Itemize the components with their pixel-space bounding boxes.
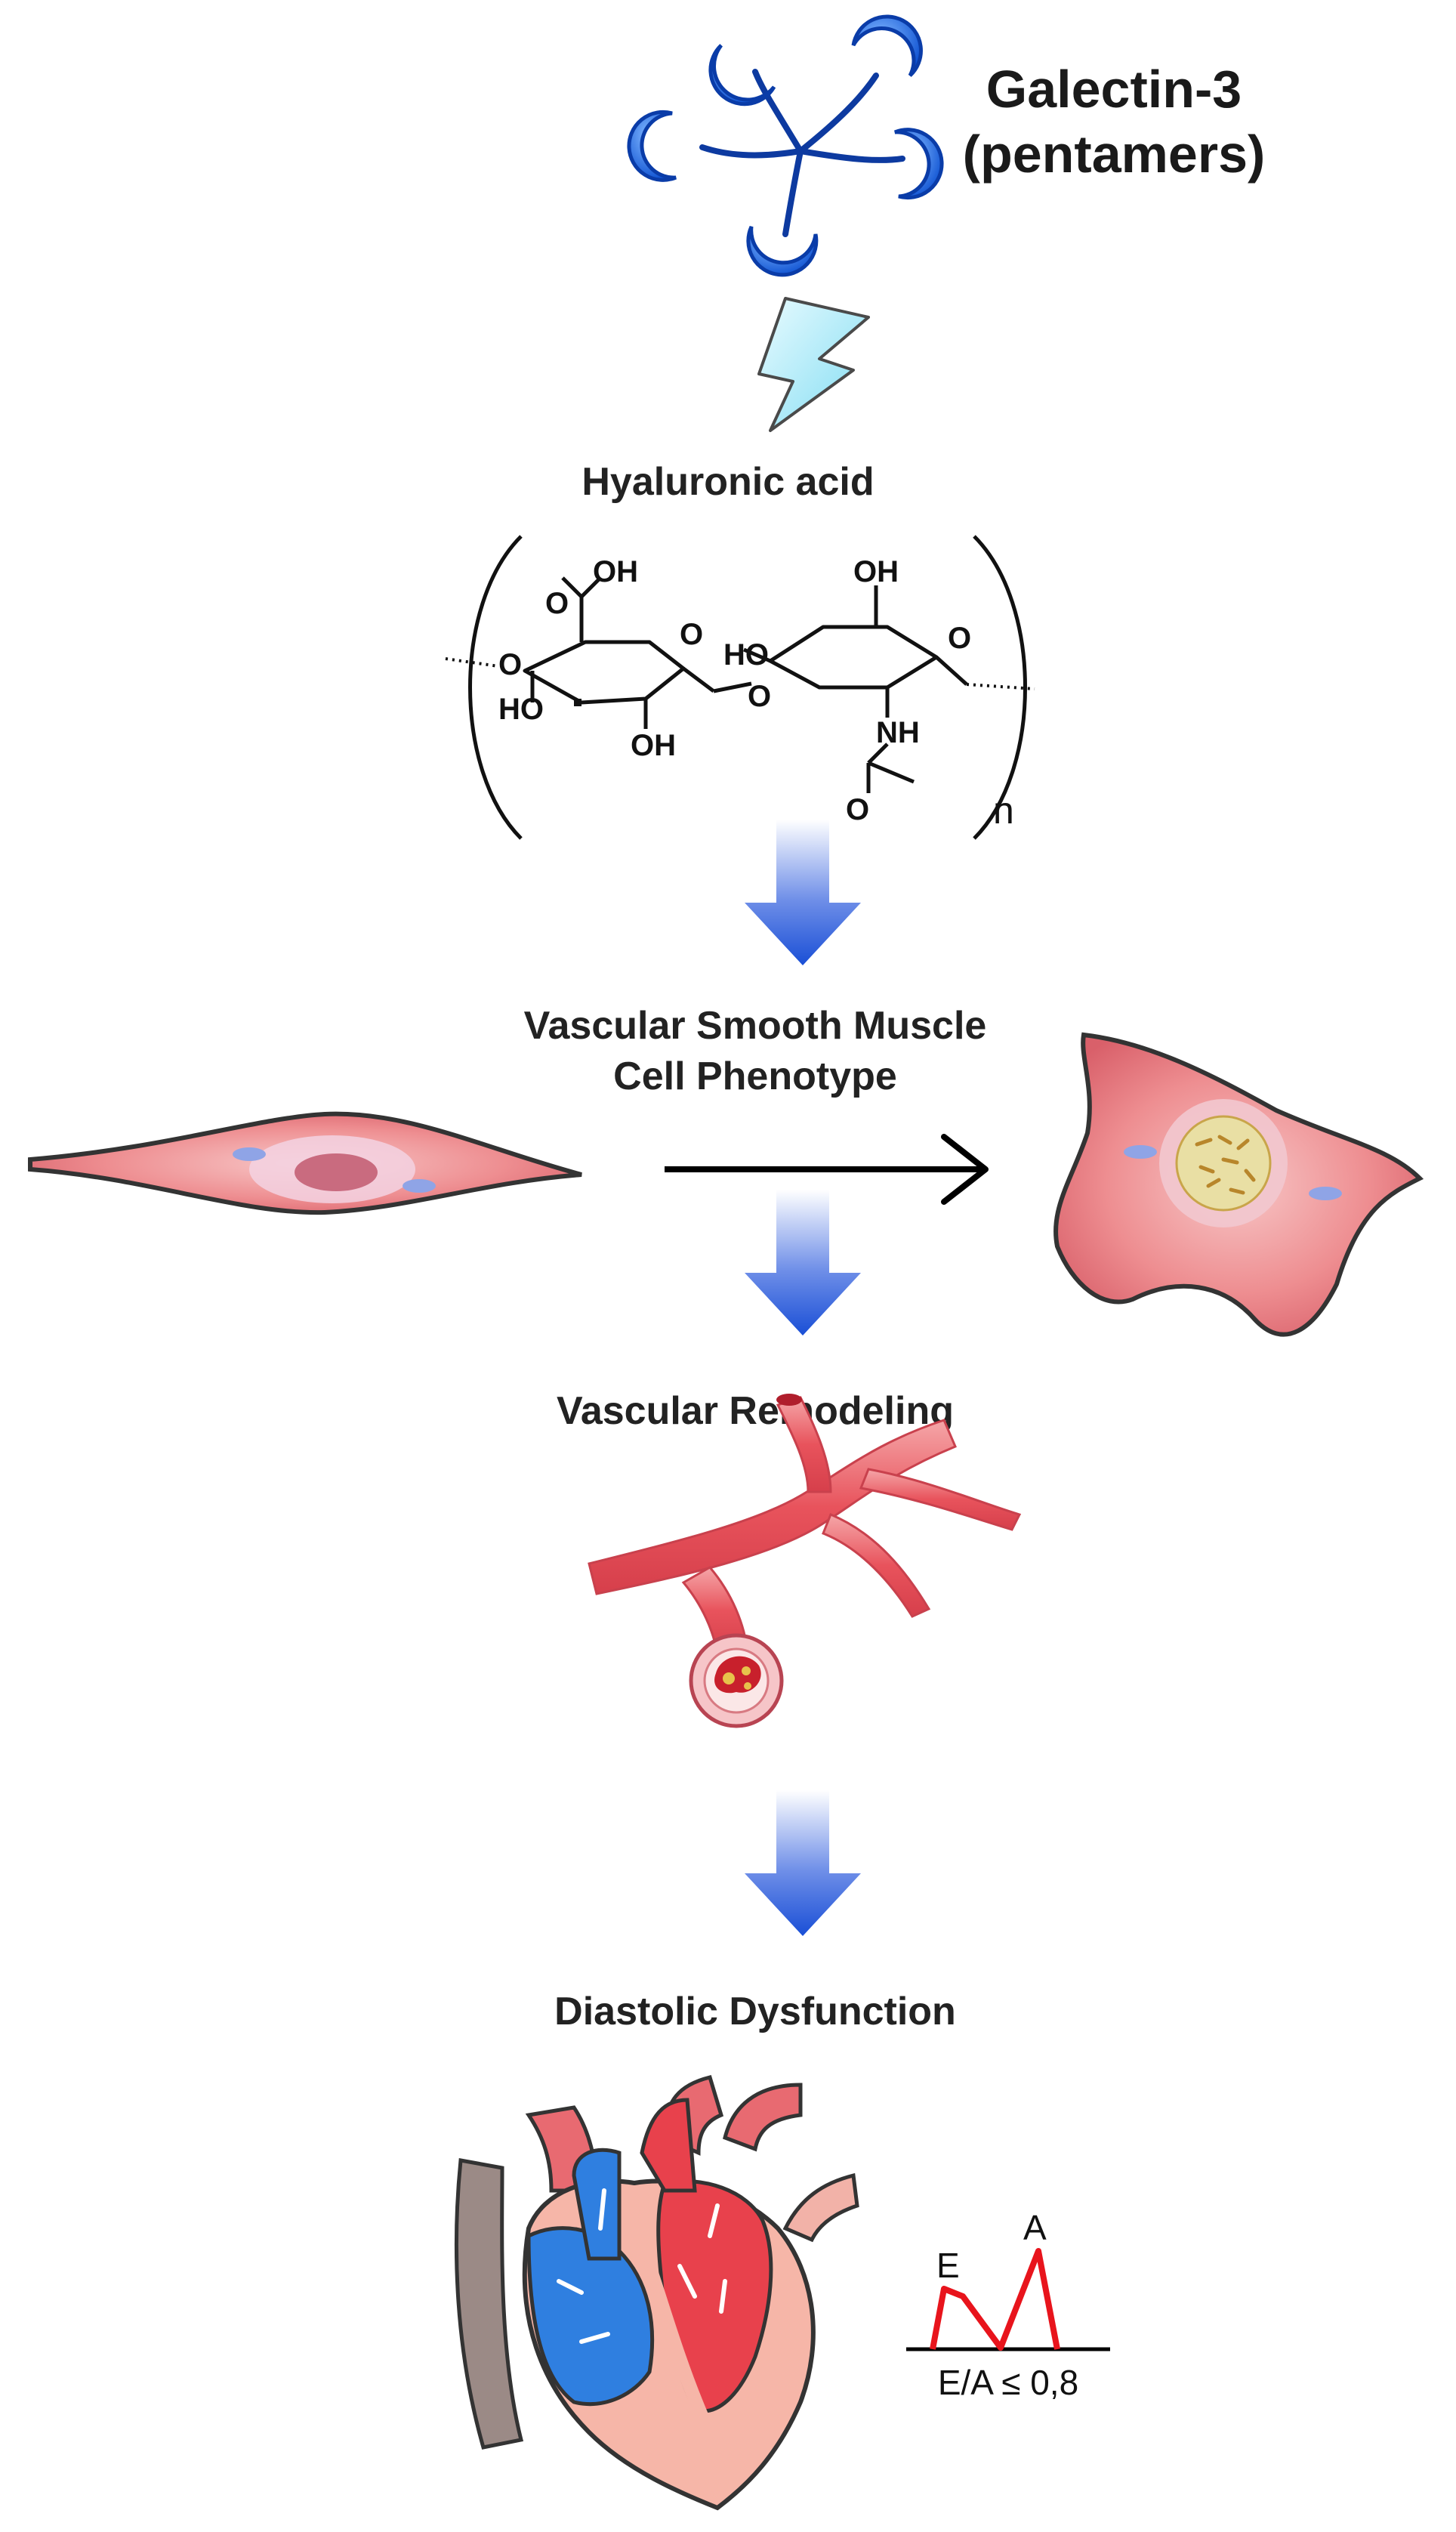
chain-end-right (966, 683, 1035, 690)
chain-end-left (445, 657, 499, 668)
label-ho-left: HO (498, 693, 544, 726)
heart-icon (454, 2074, 859, 2511)
label-o-link-left: O (498, 648, 522, 681)
blood-vessel-icon (588, 1394, 1022, 1728)
label-o-acetyl: O (846, 793, 869, 826)
vsmc-title-line1: Vascular Smooth Muscle (524, 1004, 987, 1048)
doppler-ratio: E/A ≤ 0,8 (938, 2363, 1078, 2402)
diastolic-title: Diastolic Dysfunction (554, 1990, 956, 2033)
label-ho-bridge: HO (723, 638, 769, 672)
vsmc-title-line2: Cell Phenotype (613, 1054, 897, 1098)
label-oh-top-left: OH (593, 555, 638, 588)
label-o-carbonyl: O (545, 587, 569, 620)
remodeling-title: Vascular Remodeling (557, 1389, 954, 1433)
phenotype-switch-arrow (665, 1134, 989, 1205)
bracket-right (973, 535, 1027, 840)
doppler-curve (930, 2248, 1060, 2351)
label-o-ring-right: O (948, 622, 971, 655)
galectin-title-line1: Galectin-3 (986, 60, 1242, 119)
hyaluronic-title: Hyaluronic acid (581, 460, 874, 504)
synthetic-cell-icon (1053, 1032, 1424, 1337)
hyaluronic-structure: OH OH O O O HO O O HO OH NH O n (445, 535, 1035, 840)
doppler-ea-chart: E A E/A ≤ 0,8 (906, 2208, 1110, 2402)
down-arrow-1 (745, 820, 861, 965)
label-o-ring-left: O (680, 618, 703, 651)
bracket-left (468, 535, 523, 840)
doppler-a-label: A (1023, 2208, 1047, 2247)
doppler-e-label: E (936, 2246, 960, 2285)
label-o-glycosidic: O (748, 680, 771, 713)
galectin-pentamer-icon (627, 14, 944, 277)
down-arrow-2 (745, 1190, 861, 1335)
contractile-cell-icon (28, 1111, 582, 1215)
label-oh-bottom: OH (631, 729, 676, 762)
lightning-bolt-icon (757, 297, 870, 432)
label-oh-top-right: OH (853, 555, 899, 588)
down-arrow-3 (745, 1790, 861, 1936)
label-nh: NH (876, 716, 920, 749)
galectin-title-line2: (pentamers) (963, 125, 1266, 184)
repeat-subscript: n (993, 789, 1014, 832)
